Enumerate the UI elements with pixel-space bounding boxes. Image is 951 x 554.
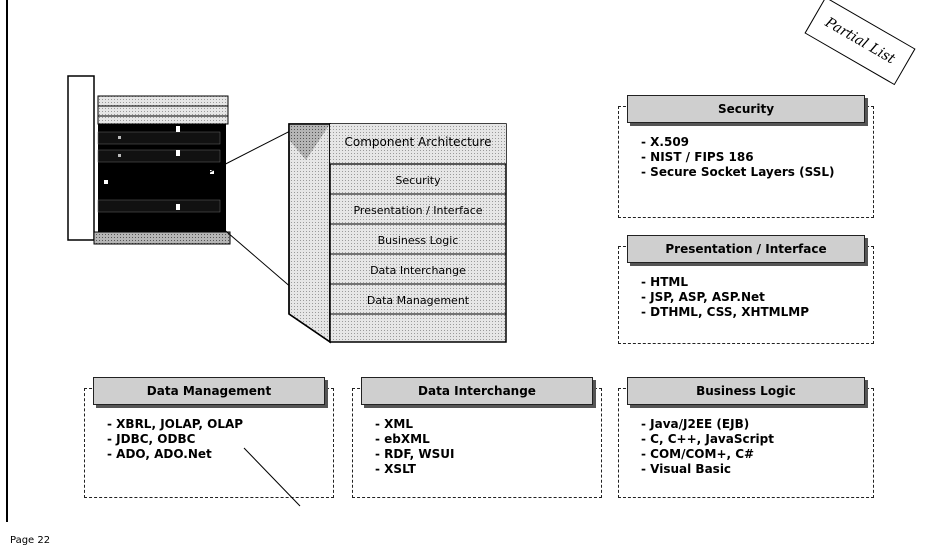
zoom-line-top [205,125,301,175]
data-interchange-list: XML ebXML RDF, WSUI XSLT [375,417,454,477]
list-item: RDF, WSUI [375,447,454,462]
list-item: XBRL, JOLAP, OLAP [107,417,243,432]
layer-business-logic: Business Logic [378,234,459,247]
security-box-header: Security [627,95,865,123]
list-item: JSP, ASP, ASP.Net [641,290,809,305]
architecture-diagram: Component Architecture Security Presenta… [67,75,507,344]
architecture-stack: Component Architecture Security Presenta… [329,123,507,343]
layer-data-interchange: Data Interchange [370,264,466,277]
architecture-side-face [288,123,331,344]
list-item: JDBC, ODBC [107,432,243,447]
partial-list-label: Partial List [822,14,898,68]
security-list: X.509 NIST / FIPS 186 Secure Socket Laye… [641,135,835,180]
presentation-list: HTML JSP, ASP, ASP.Net DTHML, CSS, XHTML… [641,275,809,320]
layer-presentation: Presentation / Interface [353,204,482,217]
data-interchange-box-header: Data Interchange [361,377,593,405]
architecture-title: Component Architecture [345,135,492,149]
business-logic-list: Java/J2EE (EJB) C, C++, JavaScript COM/C… [641,417,774,477]
data-management-list: XBRL, JOLAP, OLAP JDBC, ODBC ADO, ADO.Ne… [107,417,243,462]
list-item: XML [375,417,454,432]
page-label: Page 22 [10,535,51,546]
partial-list-tag: Partial List [804,0,916,86]
data-management-box-header: Data Management [93,377,325,405]
list-item: ebXML [375,432,454,447]
pointer-line [243,447,301,507]
list-item: COM/COM+, C# [641,447,774,462]
layer-security: Security [395,174,441,187]
list-item: Visual Basic [641,462,774,477]
list-item: Java/J2EE (EJB) [641,417,774,432]
list-item: XSLT [375,462,454,477]
list-item: Secure Socket Layers (SSL) [641,165,834,180]
server-rack-icon [67,75,231,245]
security-box: Security X.509 NIST / FIPS 186 Secure So… [618,95,874,218]
data-management-box: Data Management XBRL, JOLAP, OLAP JDBC, … [84,377,334,498]
data-interchange-box: Data Interchange XML ebXML RDF, WSUI XSL… [352,377,602,498]
list-item: NIST / FIPS 186 [641,150,835,165]
list-item: C, C++, JavaScript [641,432,774,447]
layer-data-management: Data Management [367,294,470,307]
presentation-box-header: Presentation / Interface [627,235,865,263]
list-item: HTML [641,275,809,290]
list-item: X.509 [641,135,835,150]
business-logic-box: Business Logic Java/J2EE (EJB) C, C++, J… [618,377,874,498]
presentation-box: Presentation / Interface HTML JSP, ASP, … [618,235,874,344]
list-item: ADO, ADO.Net [107,447,243,462]
architecture-side-shade [289,124,330,160]
list-item: DTHML, CSS, XHTMLMP [641,305,809,320]
business-logic-box-header: Business Logic [627,377,865,405]
left-frame-line [6,0,8,522]
zoom-line-bottom [205,213,301,296]
